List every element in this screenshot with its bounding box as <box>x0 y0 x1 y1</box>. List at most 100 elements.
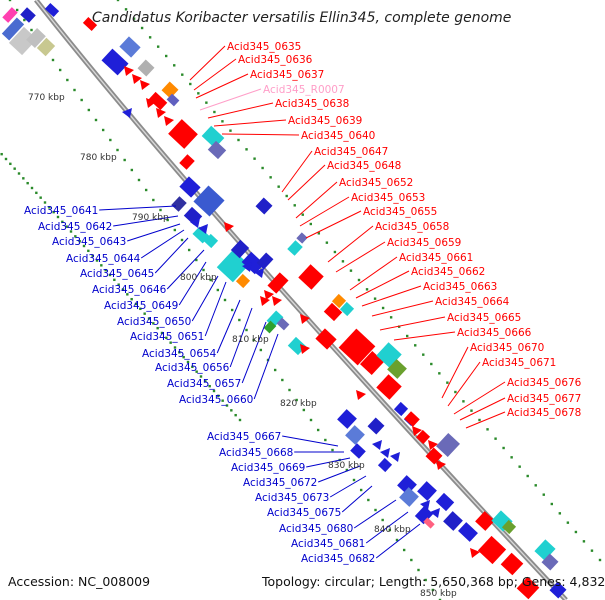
gene-feature <box>101 48 129 76</box>
gene-feature <box>500 552 524 576</box>
gene-label-right[interactable]: Acid345_0665 <box>447 312 521 324</box>
ruler-dot <box>534 484 537 487</box>
leader-line <box>393 331 456 341</box>
gene-arrow <box>190 218 200 228</box>
gene-label-right[interactable]: Acid345_0652 <box>339 177 413 189</box>
gene-label-left[interactable]: Acid345_0660 <box>179 394 253 406</box>
gene-label-right[interactable]: Acid345_0666 <box>457 327 532 339</box>
gene-label-right[interactable]: Acid345_0637 <box>250 69 324 81</box>
ruler-tick-label: 810 kbp <box>232 335 269 345</box>
gene-label-right[interactable]: Acid345_0676 <box>507 377 582 389</box>
gene-feature <box>397 475 417 495</box>
ruler-dot <box>422 353 425 356</box>
gene-feature <box>161 81 179 99</box>
ruler-dot <box>130 297 133 301</box>
gene-arrow <box>146 98 156 108</box>
gene-label-left[interactable]: Acid345_0680 <box>279 523 353 535</box>
leader-line <box>166 249 205 290</box>
genome-title: Candidatus Koribacter versatilis Ellin34… <box>92 10 512 26</box>
gene-label-left[interactable]: Acid345_0657 <box>167 378 241 390</box>
gene-label-right[interactable]: Acid345_0662 <box>411 266 485 278</box>
ruler-dot <box>389 316 393 319</box>
gene-label-left[interactable]: Acid345_0654 <box>142 348 217 360</box>
gene-label-right[interactable]: Acid345_0659 <box>387 237 461 249</box>
gene-arrow <box>224 222 234 232</box>
ruler-dot <box>73 88 76 92</box>
ruler-dot <box>230 409 233 412</box>
gene-arrow <box>272 296 282 306</box>
gene-label-right[interactable]: Acid345_0677 <box>507 393 581 405</box>
gene-label-left[interactable]: Acid345_0651 <box>130 331 204 343</box>
ruler-dot <box>137 178 141 182</box>
ruler-dot <box>424 578 427 582</box>
gene-label-left[interactable]: Acid345_0669 <box>231 462 305 474</box>
gene-label-right[interactable]: Acid345_0655 <box>363 206 437 218</box>
leader-line <box>365 511 409 544</box>
ruler-dot <box>598 558 602 562</box>
gene-label-right[interactable]: Acid345_0663 <box>423 281 497 293</box>
gene-label-right[interactable]: Acid345_0678 <box>507 407 581 419</box>
gene-feature <box>414 505 434 525</box>
gene-label-right[interactable]: Acid345_0670 <box>470 342 544 354</box>
gene-label-right[interactable]: Acid345_0639 <box>288 115 362 127</box>
gene-label-right[interactable]: Acid345_0636 <box>238 54 313 66</box>
ruler-dot <box>288 388 291 392</box>
gene-feature <box>393 401 409 417</box>
gene-label-right[interactable]: Acid345_0640 <box>301 130 375 142</box>
ruler-dot <box>82 244 86 248</box>
gene-label-left[interactable]: Acid345_0672 <box>243 477 317 489</box>
ruler-dot <box>526 474 529 478</box>
gene-label-right[interactable]: Acid345_0647 <box>314 146 388 158</box>
ruler-dot <box>173 228 177 232</box>
gene-label-right[interactable]: Acid345_0653 <box>351 192 425 204</box>
leader-line <box>204 281 227 337</box>
gene-label-right[interactable]: Acid345_0671 <box>482 357 556 369</box>
ruler-dot <box>152 322 155 325</box>
gene-feature <box>549 581 567 599</box>
gene-label-left[interactable]: Acid345_0645 <box>80 268 154 280</box>
gene-label-right[interactable]: Acid345_0648 <box>327 160 401 172</box>
gene-feature <box>323 302 343 322</box>
ruler-tick-label: 800 kbp <box>180 273 217 283</box>
ruler-dot <box>4 157 8 161</box>
gene-feature <box>350 443 366 459</box>
gene-label-left[interactable]: Acid345_0649 <box>104 300 178 312</box>
gene-label-right[interactable]: Acid345_0635 <box>227 41 301 53</box>
gene-feature <box>435 492 455 512</box>
gene-label-left[interactable]: Acid345_0641 <box>24 205 98 217</box>
ruler-dot <box>234 413 237 417</box>
gene-label-right[interactable]: Acid345_0664 <box>435 296 510 308</box>
ruler-dot <box>238 318 241 322</box>
gene-label-left[interactable]: Acid345_0650 <box>117 316 191 328</box>
ruler-dot <box>144 188 148 192</box>
gene-label-right[interactable]: Acid345_0661 <box>399 252 473 264</box>
ruler-dot <box>80 98 83 102</box>
gene-label-right[interactable]: Acid345_R0007 <box>263 84 345 96</box>
gene-label-right[interactable]: Acid345_0658 <box>375 221 449 233</box>
leader-line <box>127 223 181 242</box>
gene-label-left[interactable]: Acid345_0643 <box>52 236 126 248</box>
ruler-dot <box>17 172 21 175</box>
ruler-dot <box>438 372 441 375</box>
ruler-dot <box>139 307 142 311</box>
ruler-dot <box>518 465 521 468</box>
leader-line <box>189 45 226 81</box>
gene-label-left[interactable]: Acid345_0675 <box>267 507 341 519</box>
ruler-dot <box>414 344 417 347</box>
gene-feature <box>338 328 376 366</box>
gene-label-left[interactable]: Acid345_0642 <box>38 221 112 233</box>
ruler-dot <box>230 308 234 312</box>
gene-label-left[interactable]: Acid345_0646 <box>92 284 167 296</box>
ruler-dot <box>94 118 98 122</box>
gene-arrow <box>430 508 440 518</box>
ruler-dot <box>166 218 169 222</box>
gene-label-left[interactable]: Acid345_0656 <box>155 362 230 374</box>
gene-label-left[interactable]: Acid345_0673 <box>255 492 329 504</box>
gene-label-right[interactable]: Acid345_0638 <box>275 98 349 110</box>
ruler-dot <box>134 302 138 306</box>
gene-label-left[interactable]: Acid345_0644 <box>66 253 141 265</box>
gene-label-left[interactable]: Acid345_0681 <box>291 538 365 550</box>
gene-label-left[interactable]: Acid345_0668 <box>219 447 293 459</box>
gene-label-left[interactable]: Acid345_0682 <box>301 553 375 565</box>
gene-label-left[interactable]: Acid345_0667 <box>207 431 281 443</box>
